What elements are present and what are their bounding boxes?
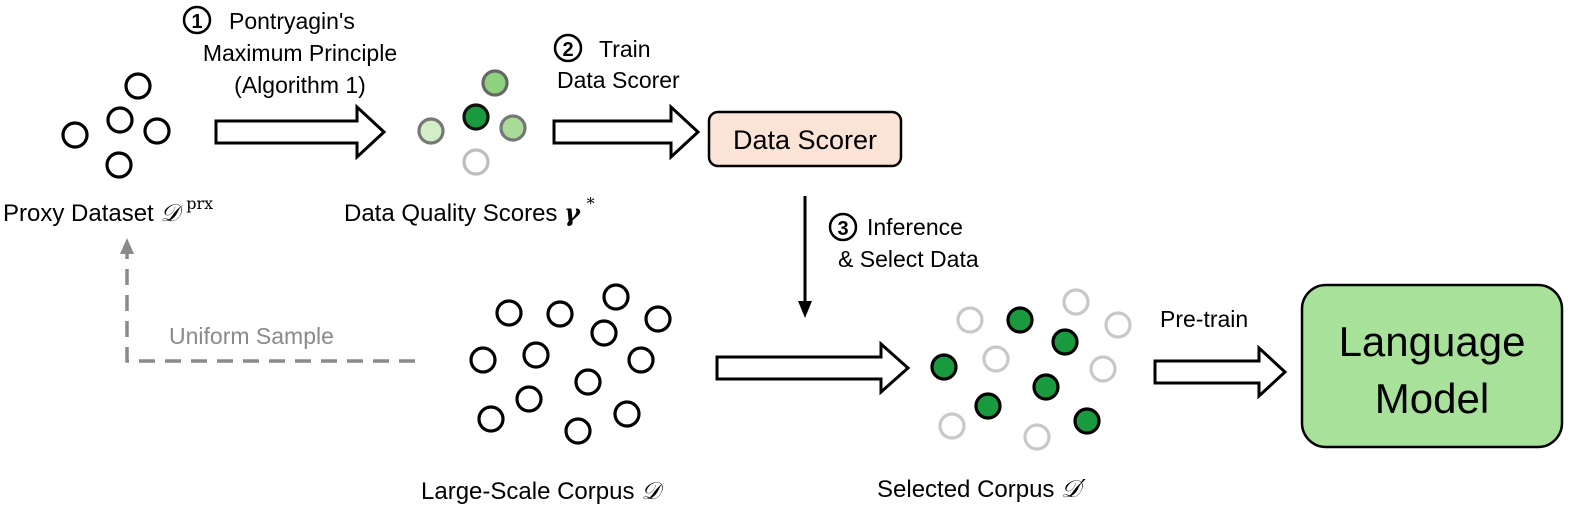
arrow-1	[214, 103, 387, 161]
step-2-line1: Train	[599, 36, 651, 62]
arrow-4	[715, 340, 911, 396]
corpus-point	[477, 405, 505, 433]
corpus-point	[613, 400, 641, 428]
corpus-point	[590, 319, 618, 347]
proxy-point	[105, 151, 133, 179]
proxy-point	[106, 106, 134, 134]
selected-point	[1006, 306, 1034, 334]
corpus-point	[574, 368, 602, 396]
uniform-sample-label: Uniform Sample	[169, 323, 334, 349]
quality-score-points	[417, 69, 527, 176]
selected-point	[930, 353, 958, 381]
proxy-dataset-label: Proxy Dataset 𝒟 prx	[3, 194, 213, 227]
arrow-5	[1153, 344, 1288, 400]
unselected-point	[982, 345, 1010, 373]
corpus-point	[627, 346, 655, 374]
pretrain-label: Pre-train	[1160, 306, 1248, 332]
step-2-line2: Data Scorer	[557, 67, 680, 93]
unselected-point	[1104, 311, 1132, 339]
corpus-point	[564, 417, 592, 445]
large-corpus-points	[469, 283, 672, 445]
score-point-medium	[481, 69, 509, 97]
step-2-badge	[553, 33, 583, 63]
language-model-box: Language Model	[1300, 283, 1564, 449]
proxy-point	[143, 117, 171, 145]
step-2-annotation: 2 Train Data Scorer	[553, 33, 680, 93]
corpus-point	[644, 305, 672, 333]
selected-point	[1051, 328, 1079, 356]
step-3-annotation: 3 Inference & Select Data	[828, 212, 979, 272]
data-scorer-label: Data Scorer	[733, 125, 877, 155]
corpus-point	[469, 346, 497, 374]
step-1-number: 1	[191, 11, 202, 33]
step-2-number: 2	[562, 39, 573, 61]
arrow-3-vertical	[798, 196, 812, 318]
uniform-sample-path	[120, 238, 415, 363]
corpus-point	[602, 283, 630, 311]
step-1-annotation: 1 Pontryagin's Maximum Principle (Algori…	[182, 5, 397, 98]
selected-corpus-points	[930, 288, 1132, 451]
proxy-point	[61, 121, 89, 149]
step-3-line2: & Select Data	[838, 246, 979, 272]
quality-scores-label: Data Quality Scores γ *	[344, 194, 595, 227]
language-model-line2: Model	[1375, 375, 1489, 422]
data-scorer-box: Data Scorer	[707, 110, 903, 168]
score-point-low	[417, 117, 445, 145]
selected-corpus-label: Selected Corpus 𝒟′	[877, 475, 1086, 503]
language-model-line1: Language	[1339, 318, 1526, 365]
selected-point	[974, 392, 1002, 420]
score-point-medium	[499, 114, 527, 142]
unselected-point	[956, 306, 984, 334]
corpus-point	[495, 299, 523, 327]
corpus-point	[522, 341, 550, 369]
score-point-zero	[462, 148, 490, 176]
selected-point	[1073, 407, 1101, 435]
unselected-point	[1062, 288, 1090, 316]
step-1-line2: Maximum Principle	[203, 40, 397, 66]
corpus-point	[515, 385, 543, 413]
selected-point	[1032, 373, 1060, 401]
step-3-line1: Inference	[867, 214, 963, 240]
proxy-point	[124, 72, 152, 100]
unselected-point	[1023, 423, 1051, 451]
corpus-point	[546, 300, 574, 328]
arrow-2	[552, 103, 701, 161]
score-point-high	[462, 103, 490, 131]
step-3-number: 3	[837, 218, 848, 240]
unselected-point	[1089, 355, 1117, 383]
step-1-line1: Pontryagin's	[229, 8, 355, 34]
step-3-badge	[828, 212, 858, 242]
step-1-line3: (Algorithm 1)	[234, 72, 366, 98]
large-corpus-label: Large-Scale Corpus 𝒟	[421, 477, 665, 505]
step-1-badge	[182, 5, 212, 35]
unselected-point	[938, 412, 966, 440]
proxy-dataset-points	[61, 72, 171, 179]
